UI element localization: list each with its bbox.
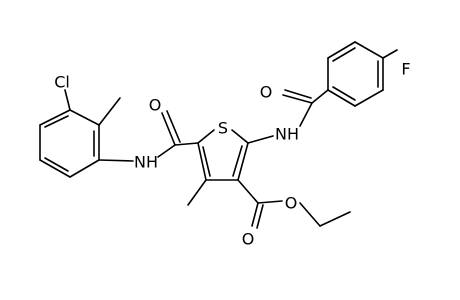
bond: [174, 142, 199, 146]
bond: [64, 89, 71, 111]
bond: [161, 112, 176, 146]
bond: [44, 115, 69, 128]
bond: [69, 159, 100, 178]
bond: [332, 47, 356, 62]
bond: [237, 179, 259, 204]
bond: [257, 200, 283, 204]
amide-oxygen-right-label: O: [260, 83, 273, 102]
bond: [354, 89, 384, 107]
bond: [39, 159, 71, 178]
bond: [197, 142, 207, 181]
bond: [98, 97, 121, 126]
bond: [202, 146, 211, 177]
bond: [256, 204, 264, 229]
amide-oxygen-left-label: O: [149, 96, 162, 115]
bond: [44, 157, 69, 172]
amide-nh-left-label: NH: [134, 153, 158, 172]
bond: [299, 202, 321, 227]
bond: [187, 179, 207, 206]
bond: [332, 86, 356, 101]
bond: [251, 202, 259, 227]
bond: [231, 129, 249, 144]
bond: [311, 89, 329, 104]
fluorine-atom-label: F: [401, 60, 410, 79]
bond: [327, 89, 356, 107]
ester-carbonyl-oxygen-label: O: [242, 230, 255, 249]
bond: [98, 159, 134, 162]
bond: [382, 49, 398, 59]
bond: [197, 129, 215, 144]
sulfur-atom-label: S: [218, 119, 228, 138]
bond: [237, 142, 249, 181]
amide-nh-right-label: NH: [275, 125, 299, 144]
bonds: [39, 41, 398, 229]
bond: [157, 144, 176, 158]
bond: [247, 135, 274, 144]
bond: [299, 102, 313, 127]
bond: [354, 41, 384, 59]
bond: [282, 94, 313, 104]
bond: [284, 89, 312, 99]
bond: [232, 145, 243, 177]
bond: [319, 211, 351, 227]
chlorine-atom-label: Cl: [54, 73, 70, 92]
bond: [69, 109, 100, 126]
ester-ether-oxygen-label: O: [285, 194, 298, 213]
bond: [327, 41, 356, 59]
bond: [39, 109, 71, 126]
atom-labels: Cl S F NH NH O O O O: [54, 60, 410, 249]
bond: [166, 110, 181, 143]
